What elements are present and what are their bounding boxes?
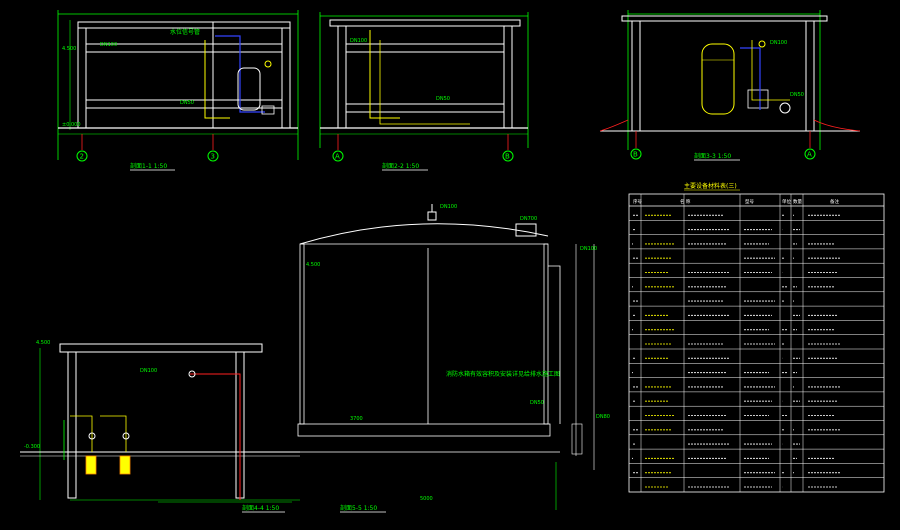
table-header: 型号 <box>745 198 754 205</box>
svg-text:DN50: DN50 <box>436 96 450 102</box>
view2-title: 剖面2-2 1:50 <box>382 162 419 170</box>
view1-title: 剖面1-1 1:50 <box>130 162 167 170</box>
table-header: 单位 <box>782 198 791 205</box>
svg-text:DN100: DN100 <box>580 246 597 252</box>
table-header: 备注 <box>830 198 839 205</box>
svg-text:DN80: DN80 <box>596 414 610 420</box>
svg-text:2: 2 <box>80 153 84 161</box>
grid-bubble-B2 <box>630 148 642 160</box>
svg-text:DN100: DN100 <box>440 204 457 210</box>
table-header: 序号 <box>633 198 642 205</box>
svg-text:A: A <box>335 153 340 161</box>
table-header: 名 称 <box>680 198 691 205</box>
svg-text:B: B <box>505 153 510 161</box>
svg-text:DN100: DN100 <box>100 42 117 48</box>
tank-center-note: 消防水箱有效容积及安装详见给排水施工图 <box>446 370 560 378</box>
table-header: 数量 <box>793 198 802 205</box>
svg-text:DN700: DN700 <box>520 216 537 222</box>
grid-bubble-B <box>502 150 514 162</box>
svg-text:DN100: DN100 <box>350 38 367 44</box>
svg-text:B: B <box>633 151 638 159</box>
view5-title: 剖面5-5 1:50 <box>340 504 377 512</box>
svg-text:DN100: DN100 <box>770 40 787 46</box>
svg-text:DN100: DN100 <box>140 368 157 374</box>
equipment-table: 主要设备材料表(三) 序号 名 称 型号 单位 数量 备注 <box>628 182 885 493</box>
svg-text:DN50: DN50 <box>530 400 544 406</box>
pump-icon <box>119 455 131 475</box>
section-view-3: DN100 DN50 B A 剖面3-3 1:50 <box>599 10 861 161</box>
svg-text:DN50: DN50 <box>180 100 194 106</box>
section-view-1: 水位信号管 DN100 DN50 4.500 ±0.000 2 3 剖面1-1 … <box>57 10 299 171</box>
svg-text:-0.300: -0.300 <box>24 444 40 450</box>
section-view-4: DN100 -0.300 4.500 剖面4-4 1:50 <box>20 340 300 513</box>
grid-bubble-3 <box>207 150 219 162</box>
grid-bubble-A2 <box>804 148 816 160</box>
view4-title: 剖面4-4 1:50 <box>242 504 279 512</box>
section-view-5: 消防水箱有效容积及安装详见给排水施工图 5000 3700 DN100 DN70… <box>158 204 610 510</box>
svg-text:4.500: 4.500 <box>62 46 76 52</box>
dim-bottom: 5000 <box>420 496 433 502</box>
svg-text:4.500: 4.500 <box>36 340 50 346</box>
svg-text:±0.000: ±0.000 <box>62 122 81 128</box>
svg-text:A: A <box>807 151 812 159</box>
dim-inner: 3700 <box>350 416 363 422</box>
table-title: 主要设备材料表(三) <box>684 182 737 190</box>
grid-bubble-2 <box>76 150 88 162</box>
pipe-note-v1: 水位信号管 <box>170 28 200 36</box>
svg-text:4.500: 4.500 <box>306 262 320 268</box>
grid-bubble-A <box>332 150 344 162</box>
svg-text:DN50: DN50 <box>790 92 804 98</box>
pump-icon <box>85 455 97 475</box>
svg-text:3: 3 <box>211 153 215 161</box>
view3-title: 剖面3-3 1:50 <box>694 152 731 160</box>
section-view-2: DN50 DN100 A B 剖面2-2 1:50 <box>319 12 529 171</box>
